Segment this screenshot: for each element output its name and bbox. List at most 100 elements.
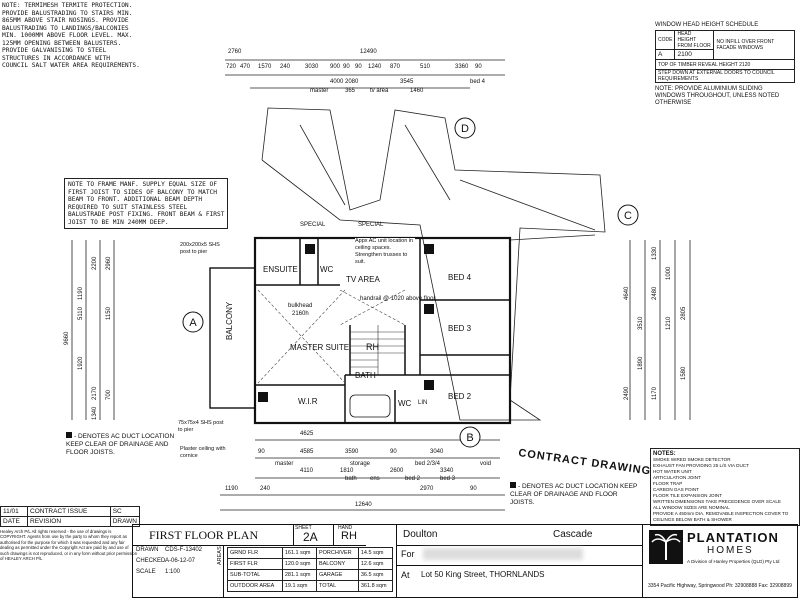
checked-value: A-06-12-07 — [165, 558, 196, 564]
room-bath: BATH — [355, 371, 376, 380]
notes-item: FLOOR TRAP — [653, 481, 683, 486]
staircase — [350, 325, 405, 375]
dimension-label: 1890 — [638, 356, 644, 370]
tv-diag-2 — [339, 289, 406, 326]
scale-label: SCALE — [136, 569, 156, 575]
dimension-label: 4625 — [300, 431, 314, 437]
at-label: At — [401, 570, 410, 580]
callout-bulkhead: bulkhead — [288, 303, 312, 309]
frame-note-line: FIRST JOIST TO SIDES OF BALCONY TO MATCH — [68, 188, 218, 196]
dimension-label: 3360 — [455, 64, 469, 70]
window-schedule: WINDOW HEAD HEIGHT SCHEDULE CODE HEAD HE… — [654, 22, 797, 107]
palm-tree-icon — [649, 530, 683, 564]
dimension-label: bed 3 — [440, 476, 456, 482]
areas-cell: TOTAL — [315, 580, 359, 592]
ac-duct-2 — [424, 244, 434, 254]
shs-post-callout-2: 75x75x4 SHS post to pier — [178, 420, 224, 433]
rev-h-date: DATE — [0, 516, 28, 527]
plaster-callout: Plaster ceiling with cornice — [180, 446, 226, 459]
room-balcony: BALCONY — [225, 301, 234, 340]
shs-post-callout: 200x200x5 SHS post to pier — [180, 242, 220, 255]
dimension-label: 1000 — [666, 266, 672, 280]
termite-notes: NOTE: TERMIMESH TERMITE PROTECTION.PROVI… — [2, 2, 140, 70]
dimension-label: 1570 — [258, 64, 272, 70]
title-block: FIRST FLOOR PLAN SHEET 2A HAND RH DRAWN … — [132, 524, 798, 598]
dimension-label: 12490 — [360, 49, 377, 55]
sheet-number: 2A — [303, 530, 318, 544]
dimension-label: 9660 — [64, 331, 70, 345]
balcony-outline — [209, 267, 256, 409]
termite-note-line: COUNCIL SALT WATER AREA REQUIREMENTS. — [2, 62, 140, 69]
frame-manufacturer-note: NOTE TO FRAME MANF. SUPPLY EQUAL SIZE OF… — [64, 178, 229, 229]
termite-note-line: MIN. 1000MM ABOVE FLOOR LEVEL. MAX. — [2, 32, 133, 39]
notes-item: EXHAUST FAN PROVIDING 25 L/S VIA DUCT — [653, 463, 749, 468]
client-redacted — [423, 548, 583, 560]
notes-item: ALL WINDOW SIZES ARE NOMINAL — [653, 505, 730, 510]
notes-item: FLOOR TILE EXPANSION JOINT — [653, 493, 723, 498]
dimension-label: 1210 — [666, 316, 672, 330]
dimension-label: 2970 — [420, 486, 434, 492]
dimension-label: 2200 — [92, 256, 98, 270]
room-rh: RH — [366, 342, 379, 352]
callout-contract: CONTRACT DRAWINGS — [518, 447, 661, 479]
callout-handrail: handrail @ 1020 above floor — [360, 296, 435, 302]
dimension-label: 4640 — [624, 286, 630, 300]
dimension-label: storage — [350, 461, 371, 467]
notes-item: HOT WATER UNIT — [653, 469, 692, 474]
room-wir: W.I.R — [298, 397, 318, 406]
areas-cell: FIRST FLR — [227, 558, 283, 570]
notes-item: SMOKE WIRED SMOKE DETECTOR — [653, 457, 731, 462]
ac-duct-1 — [305, 244, 315, 254]
areas-cell: 120.0 sqm — [281, 558, 317, 570]
ac-unit-callout: Appx AC unit location in ceiling spaces.… — [355, 238, 415, 266]
dimension-label: 1190 — [225, 486, 238, 492]
dimension-label: 90 — [475, 64, 482, 70]
dimension-label: 3040 — [430, 449, 444, 455]
roof-ridge-4 — [509, 234, 596, 241]
brand-tagline: A Division of Hanley Properties (QLD) Pt… — [687, 559, 780, 564]
hand-label: HAND — [338, 525, 353, 531]
dimension-label: 240 — [260, 486, 271, 492]
notes-item: WRITTEN DIMENSIONS TAKE PRECEDENCE OVER … — [653, 499, 781, 504]
termite-note-line: 865MM ABOVE STAIR NOSINGS. PROVIDE — [2, 17, 129, 24]
dimension-label: 3030 — [305, 64, 319, 70]
termite-note-line: STRUCTURES IN ACCORDANCE WITH — [2, 54, 111, 62]
revision-block: 11/01 CONTRACT ISSUE SC DATE REVISION DR… — [0, 506, 141, 561]
dimension-label: master — [275, 461, 294, 467]
for-label: For — [401, 549, 415, 559]
brand-address: 3354 Pacific Highway, Springwood Ph: 329… — [648, 583, 792, 589]
areas-cell: GARAGE — [315, 569, 359, 581]
frame-note-line: NOTE TO FRAME MANF. SUPPLY EQUAL SIZE OF — [68, 181, 218, 188]
dimension-label: 2480 — [652, 286, 658, 300]
brand-sub: HOMES — [707, 545, 754, 556]
sheet-label: SHEET — [295, 525, 312, 531]
dimension-label: 365 — [345, 88, 356, 94]
dimension-label: bed 4 — [470, 79, 486, 85]
section-label-c: C — [624, 210, 632, 222]
room-bed3: BED 3 — [448, 324, 472, 333]
dimension-label: 12640 — [355, 502, 372, 508]
drawn-value: CDS-F-13402 — [165, 547, 203, 553]
room-bed4: BED 4 — [448, 273, 472, 282]
dimension-label: 2490 — [624, 386, 630, 400]
master-diag-2 — [257, 289, 346, 384]
dimension-label: 1150 — [106, 307, 112, 320]
room-master: MASTER SUITE — [290, 343, 349, 352]
dimension-label: bed 2 — [405, 476, 421, 482]
roof-ridge-3 — [459, 179, 596, 231]
section-label-a: A — [189, 317, 197, 329]
dimension-label: tv area — [370, 88, 389, 94]
areas-cell: PORCH/VER — [315, 547, 359, 559]
callout-bulkhead-h: 2160h — [292, 311, 309, 317]
section-marker-c — [617, 204, 639, 226]
dimension-label: 1920 — [78, 356, 84, 370]
drawing-title: FIRST FLOOR PLAN — [149, 528, 259, 542]
drawn-label: DRAWN — [136, 547, 159, 553]
section-label-b: B — [466, 432, 473, 444]
site-address: Lot 50 King Street, THORNLANDS — [421, 570, 545, 579]
dimension-label: 1240 — [368, 64, 382, 70]
window-schedule-table: CODE HEAD HEIGHT FROM FLOOR NO INFILL OV… — [654, 30, 795, 83]
